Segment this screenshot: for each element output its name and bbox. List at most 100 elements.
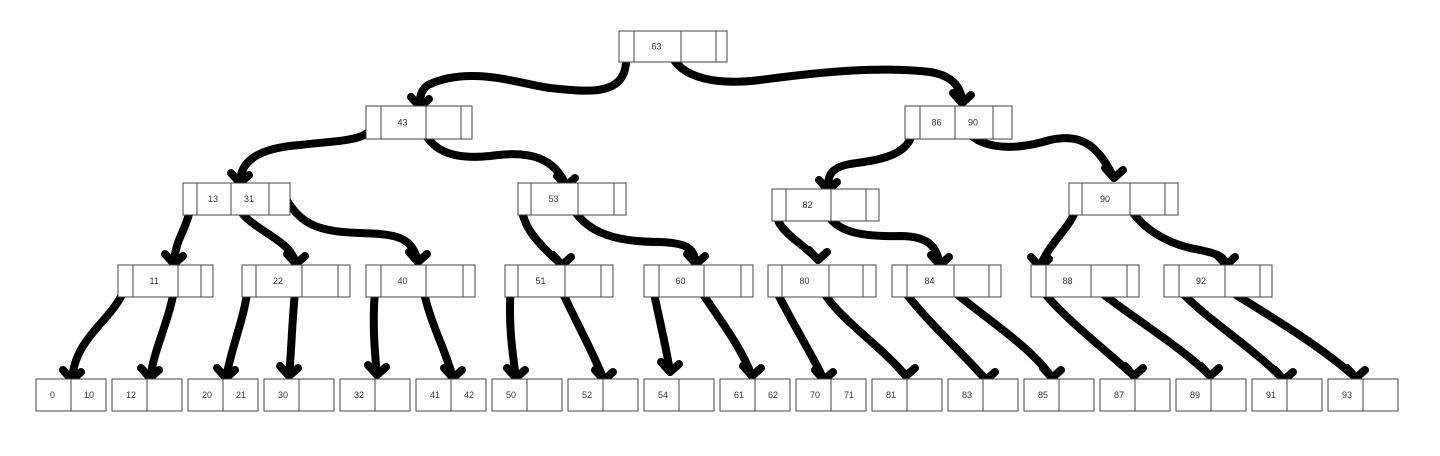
node-cell xyxy=(1224,264,1261,298)
arrow-head xyxy=(283,250,309,268)
edge-arrow-l3-d-to-leaf-8 xyxy=(554,279,617,384)
node-cell xyxy=(1068,182,1083,216)
node-cell xyxy=(618,30,635,63)
arrow-head xyxy=(549,251,575,269)
node-cell xyxy=(450,378,487,412)
node-cell xyxy=(1175,378,1212,412)
node-cell xyxy=(891,264,908,298)
arrow-line xyxy=(505,282,520,382)
arrow-line xyxy=(820,201,944,269)
node-cell xyxy=(337,264,351,298)
edge-arrow-l3-b-to-leaf-3 xyxy=(213,283,252,382)
node-cell xyxy=(298,378,335,412)
node-key-label: 53 xyxy=(549,194,559,204)
node-cell xyxy=(992,105,1013,140)
node-cell xyxy=(415,378,452,412)
arrow-head xyxy=(161,250,187,268)
arrow-line xyxy=(554,279,608,384)
node-cell xyxy=(564,264,602,298)
arrow-head xyxy=(739,362,765,380)
node-key-label: 81 xyxy=(886,390,896,400)
edge-arrow-l2-a-to-l3-c xyxy=(281,193,431,266)
node-cell xyxy=(719,378,756,412)
tree-node-leaf-14: 85 xyxy=(1023,378,1095,412)
node-cell xyxy=(715,30,728,63)
node-cell xyxy=(1126,264,1140,298)
node-cell xyxy=(1045,264,1092,298)
node-key-label: 90 xyxy=(1100,194,1110,204)
tree-node-l3-a: 11 xyxy=(117,264,214,298)
node-cell xyxy=(132,264,179,298)
node-key-label: 86 xyxy=(932,118,942,128)
edge-arrow-l3-f-to-leaf-12 xyxy=(818,286,919,380)
tree-node-leaf-7: 50 xyxy=(491,378,563,412)
node-key-label: 21 xyxy=(236,390,246,400)
arrow-head xyxy=(805,246,831,264)
node-cell xyxy=(380,264,427,298)
node-key-label: 88 xyxy=(1063,276,1073,286)
node-key-label: 60 xyxy=(676,276,686,286)
node-key-label: 30 xyxy=(278,390,288,400)
node-key-label: 61 xyxy=(734,390,744,400)
tree-node-leaf-12: 81 xyxy=(871,378,943,412)
node-key-label: 43 xyxy=(398,118,408,128)
tree-node-l2-b: 53 xyxy=(517,182,627,216)
node-cell xyxy=(1134,378,1171,412)
node-key-label: 71 xyxy=(844,390,854,400)
node-cell xyxy=(1164,182,1179,216)
tree-node-l3-i: 92 xyxy=(1163,264,1273,298)
arrow-head xyxy=(657,358,683,376)
node-cell xyxy=(954,105,994,140)
tree-node-l2-c: 82 xyxy=(771,188,880,222)
node-cell xyxy=(526,378,563,412)
arrow-head xyxy=(683,250,709,268)
node-key-label: 10 xyxy=(84,390,94,400)
tree-node-l3-g: 84 xyxy=(891,264,1002,298)
tree-node-l2-d: 90 xyxy=(1068,182,1179,216)
node-cell xyxy=(111,378,148,412)
edge-arrow-root-to-l1-a xyxy=(407,48,631,111)
node-cell xyxy=(1163,264,1180,298)
arrow-head xyxy=(405,248,431,266)
node-cell xyxy=(680,30,717,63)
node-key-label: 84 xyxy=(925,276,935,286)
tree-node-leaf-8: 52 xyxy=(567,378,639,412)
node-key-label: 91 xyxy=(1266,390,1276,400)
node-cell xyxy=(953,264,990,298)
node-cell xyxy=(504,264,519,298)
tree-node-leaf-9: 54 xyxy=(643,378,715,412)
arrow-head xyxy=(503,364,529,382)
edge-arrow-l2-b-to-l3-e xyxy=(566,199,709,268)
arrow-line xyxy=(222,283,252,382)
node-cell xyxy=(830,188,867,222)
node-cell xyxy=(678,378,715,412)
arrow-head xyxy=(949,89,975,107)
arrows-layer xyxy=(59,48,1369,384)
arrow-line xyxy=(566,199,700,268)
node-key-label: 93 xyxy=(1342,390,1352,400)
node-cell xyxy=(1030,264,1047,298)
node-cell xyxy=(1362,378,1399,412)
node-cell xyxy=(754,378,791,412)
tree-node-leaf-18: 93 xyxy=(1327,378,1399,412)
node-cell xyxy=(268,182,291,216)
node-cell xyxy=(462,264,476,298)
edge-arrow-l1-a-to-l2-a xyxy=(227,116,377,187)
node-cell xyxy=(602,378,639,412)
node-key-label: 51 xyxy=(536,276,546,286)
node-cell xyxy=(740,264,754,298)
arrow-head xyxy=(1343,364,1369,382)
node-cell xyxy=(230,182,270,216)
node-cell xyxy=(177,264,202,298)
arrow-head xyxy=(137,364,163,382)
tree-node-l3-h: 88 xyxy=(1030,264,1140,298)
edge-arrow-l3-i-to-leaf-18 xyxy=(1216,281,1369,382)
arrow-line xyxy=(68,281,130,384)
node-cell xyxy=(828,264,864,298)
node-key-label: 83 xyxy=(962,390,972,400)
node-cell xyxy=(380,105,427,140)
